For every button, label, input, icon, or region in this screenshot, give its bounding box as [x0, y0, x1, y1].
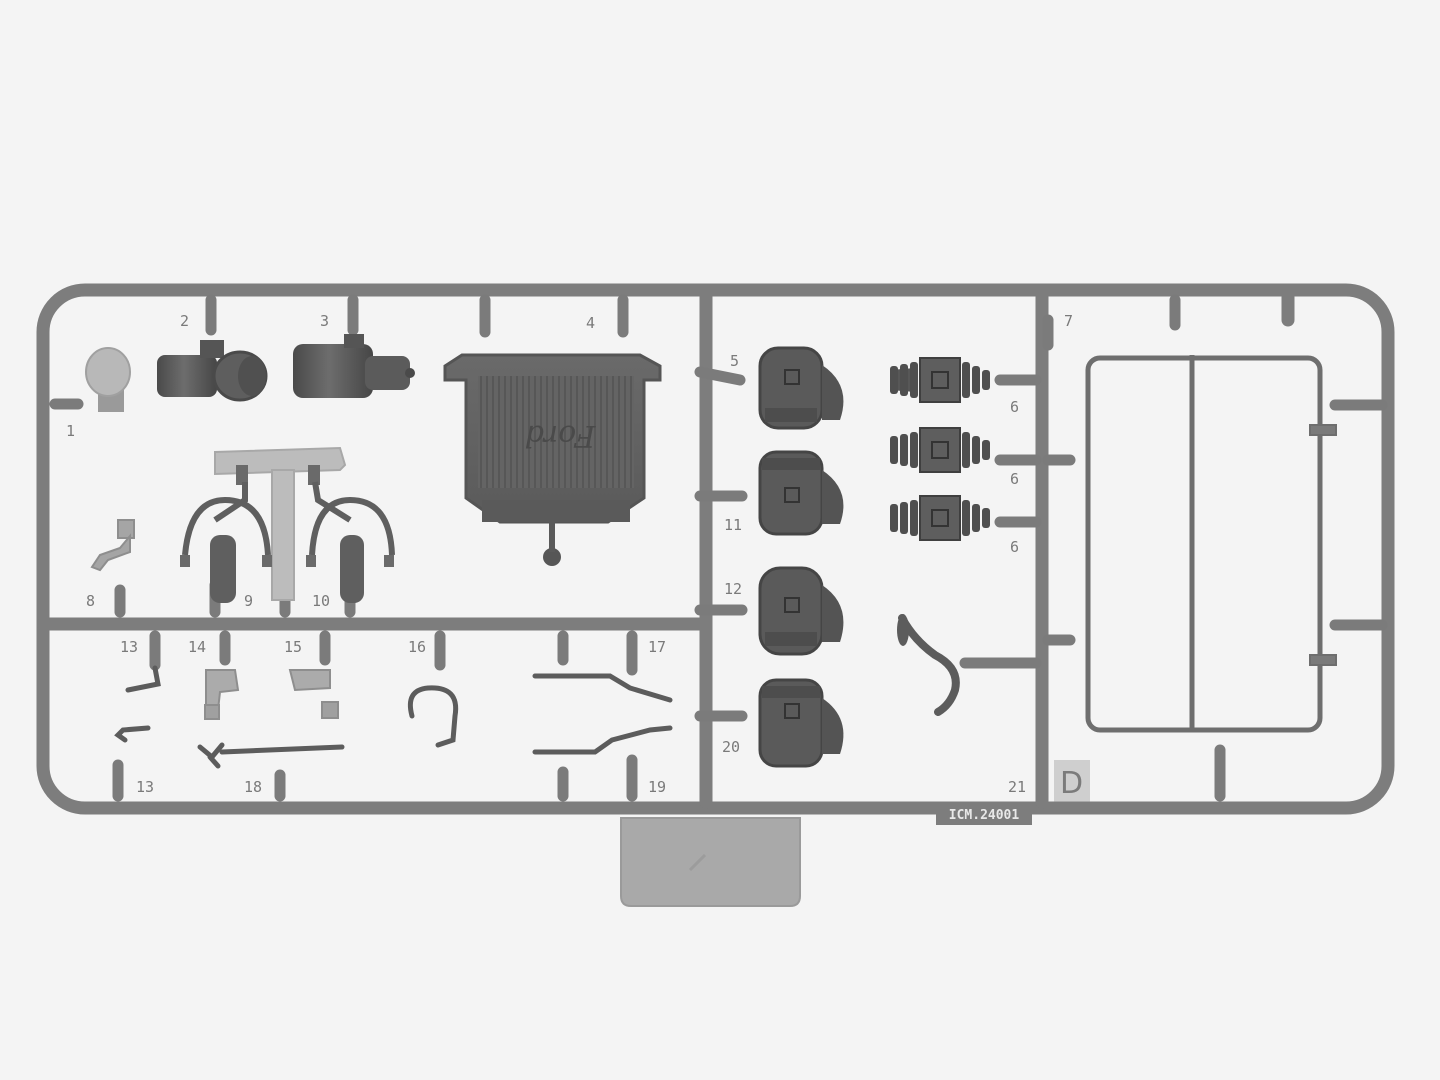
label-6a: 6	[1010, 398, 1019, 416]
part-3-headlamp	[293, 334, 415, 398]
part-6-a	[890, 357, 990, 403]
label-14: 14	[188, 638, 206, 656]
label-3: 3	[320, 312, 329, 330]
sprue-letter-badge: D	[1054, 760, 1090, 802]
part-8	[90, 519, 135, 572]
label-8: 8	[86, 592, 95, 610]
part-20-lamp	[758, 678, 844, 768]
label-18: 18	[244, 778, 262, 796]
label-6c: 6	[1010, 538, 1019, 556]
label-2: 2	[180, 312, 189, 330]
part-7-windscreen-frame	[1085, 355, 1337, 733]
label-7: 7	[1064, 312, 1073, 330]
part-9-horn	[180, 465, 272, 603]
part-6-c	[890, 495, 990, 541]
manufacturer-code-plate: ICM.24001	[936, 803, 1032, 825]
label-10: 10	[312, 592, 330, 610]
runner-tab	[620, 817, 801, 907]
label-5: 5	[730, 352, 739, 370]
label-13b: 13	[136, 778, 154, 796]
label-1: 1	[66, 422, 75, 440]
part-12-lamp	[758, 566, 844, 656]
label-6b: 6	[1010, 470, 1019, 488]
label-11: 11	[724, 516, 742, 534]
radiator-emblem: Ford	[525, 418, 597, 453]
label-17: 17	[648, 638, 666, 656]
part-10-horn	[306, 465, 395, 603]
label-20: 20	[722, 738, 740, 756]
label-13a: 13	[120, 638, 138, 656]
label-21: 21	[1008, 778, 1026, 796]
label-19: 19	[648, 778, 666, 796]
parts-14-15-clear	[204, 669, 339, 720]
label-15: 15	[284, 638, 302, 656]
sprue-letter: D	[1060, 766, 1083, 801]
label-12: 12	[724, 580, 742, 598]
label-4: 4	[586, 314, 595, 332]
small-parts	[114, 665, 673, 769]
sprue-gates	[49, 294, 1388, 802]
part-11-lamp	[758, 450, 844, 536]
label-16: 16	[408, 638, 426, 656]
part-6-b	[890, 427, 990, 473]
label-9: 9	[244, 592, 253, 610]
part-number-labels: 1 2 3 4 5 6 6 6 7 8 9 10 11 12 13 13 14 …	[66, 312, 1073, 796]
part-1-lens	[85, 347, 131, 412]
part-2-headlamp	[157, 340, 268, 402]
manufacturer-code: ICM.24001	[949, 808, 1020, 823]
part-4-radiator: Ford	[443, 353, 662, 566]
part-21-horn	[897, 614, 960, 716]
part-5-lamp	[758, 346, 844, 430]
